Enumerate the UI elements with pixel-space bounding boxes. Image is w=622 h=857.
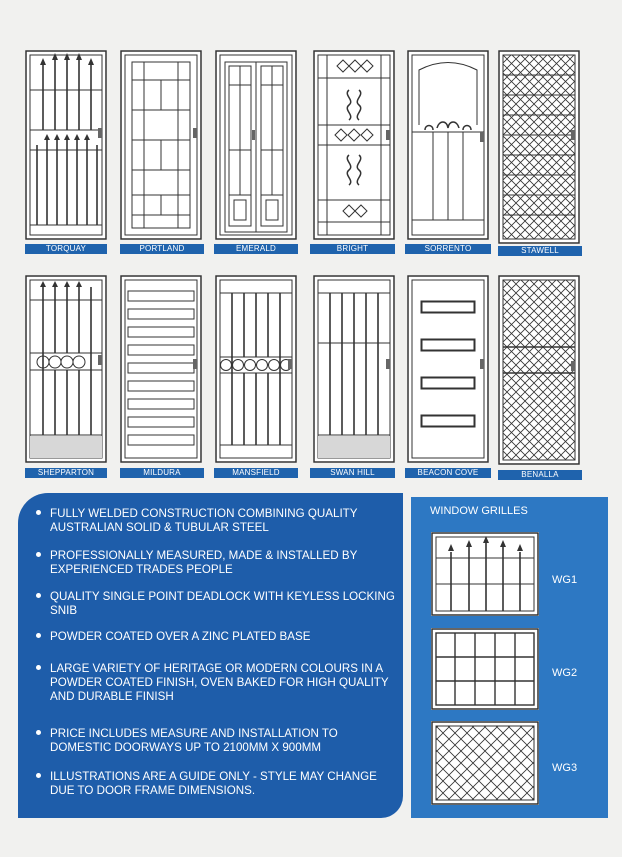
door-label-shepparton: SHEPPARTON bbox=[25, 468, 107, 478]
door-label-stawell: STAWELL bbox=[498, 246, 582, 256]
feature-powder: POWDER COATED OVER A ZINC PLATED BASE bbox=[50, 630, 311, 643]
bullet-icon bbox=[36, 665, 41, 670]
door-label-benalla: BENALLA bbox=[498, 470, 582, 480]
door-label-bright: BRIGHT bbox=[310, 244, 395, 254]
door-label-mildura: MILDURA bbox=[120, 468, 204, 478]
door-sorrento bbox=[407, 50, 489, 240]
benalla-door-icon bbox=[498, 275, 580, 465]
portland-door-icon bbox=[120, 50, 202, 240]
mildura-door-icon bbox=[120, 275, 202, 463]
door-label-emerald: EMERALD bbox=[214, 244, 298, 254]
bullet-icon bbox=[36, 552, 41, 557]
sorrento-door-icon bbox=[407, 50, 489, 240]
window-grilles-panel: WINDOW GRILLES WG1 bbox=[411, 497, 608, 818]
door-mansfield bbox=[215, 275, 297, 463]
shepparton-door-icon bbox=[25, 275, 107, 463]
door-label-beacon-cove: BEACON COVE bbox=[405, 468, 491, 478]
grille-wg1 bbox=[431, 532, 539, 616]
door-label-torquay: TORQUAY bbox=[25, 244, 107, 254]
feature-deadlock: QUALITY SINGLE POINT DEADLOCK WITH KEYLE… bbox=[50, 590, 395, 617]
wg1-grille-icon bbox=[431, 532, 539, 616]
door-label-sorrento: SORRENTO bbox=[405, 244, 491, 254]
beacon-cove-door-icon bbox=[407, 275, 489, 463]
door-label-mansfield: MANSFIELD bbox=[214, 468, 298, 478]
features-panel: FULLY WELDED CONSTRUCTION COMBINING QUAL… bbox=[18, 493, 403, 818]
door-portland bbox=[120, 50, 202, 240]
torquay-door-icon bbox=[25, 50, 107, 240]
bullet-icon bbox=[36, 510, 41, 515]
door-mildura bbox=[120, 275, 202, 463]
grille-wg2 bbox=[431, 628, 539, 710]
bullet-icon bbox=[36, 773, 41, 778]
grille-wg3 bbox=[431, 721, 539, 805]
door-torquay bbox=[25, 50, 107, 240]
swan-hill-door-icon bbox=[313, 275, 395, 463]
door-bright bbox=[313, 50, 395, 240]
grille-code-wg1: WG1 bbox=[552, 574, 578, 586]
door-shepparton bbox=[25, 275, 107, 463]
bullet-icon bbox=[36, 593, 41, 598]
grille-code-wg2: WG2 bbox=[552, 667, 578, 679]
door-label-swan-hill: SWAN HILL bbox=[310, 468, 395, 478]
door-emerald bbox=[215, 50, 297, 240]
door-label-portland: PORTLAND bbox=[120, 244, 204, 254]
emerald-door-icon bbox=[215, 50, 297, 240]
door-beacon-cove bbox=[407, 275, 489, 463]
grille-code-wg3: WG3 bbox=[552, 762, 578, 774]
stawell-door-icon bbox=[498, 50, 580, 244]
feature-colours: LARGE VARIETY OF HERITAGE OR MODERN COLO… bbox=[50, 662, 389, 703]
door-benalla bbox=[498, 275, 580, 465]
feature-price: PRICE INCLUDES MEASURE AND INSTALLATION … bbox=[50, 727, 338, 754]
door-swan-hill bbox=[313, 275, 395, 463]
feature-installed: PROFESSIONALLY MEASURED, MADE & INSTALLE… bbox=[50, 549, 358, 576]
feature-illustrations: ILLUSTRATIONS ARE A GUIDE ONLY - STYLE M… bbox=[50, 770, 377, 797]
door-stawell bbox=[498, 50, 580, 244]
bright-door-icon bbox=[313, 50, 395, 240]
bullet-icon bbox=[36, 730, 41, 735]
feature-welded: FULLY WELDED CONSTRUCTION COMBINING QUAL… bbox=[50, 507, 358, 534]
wg3-grille-icon bbox=[431, 721, 539, 805]
window-grilles-title: WINDOW GRILLES bbox=[430, 505, 528, 517]
bullet-icon bbox=[36, 633, 41, 638]
wg2-grille-icon bbox=[431, 628, 539, 710]
mansfield-door-icon bbox=[215, 275, 297, 463]
